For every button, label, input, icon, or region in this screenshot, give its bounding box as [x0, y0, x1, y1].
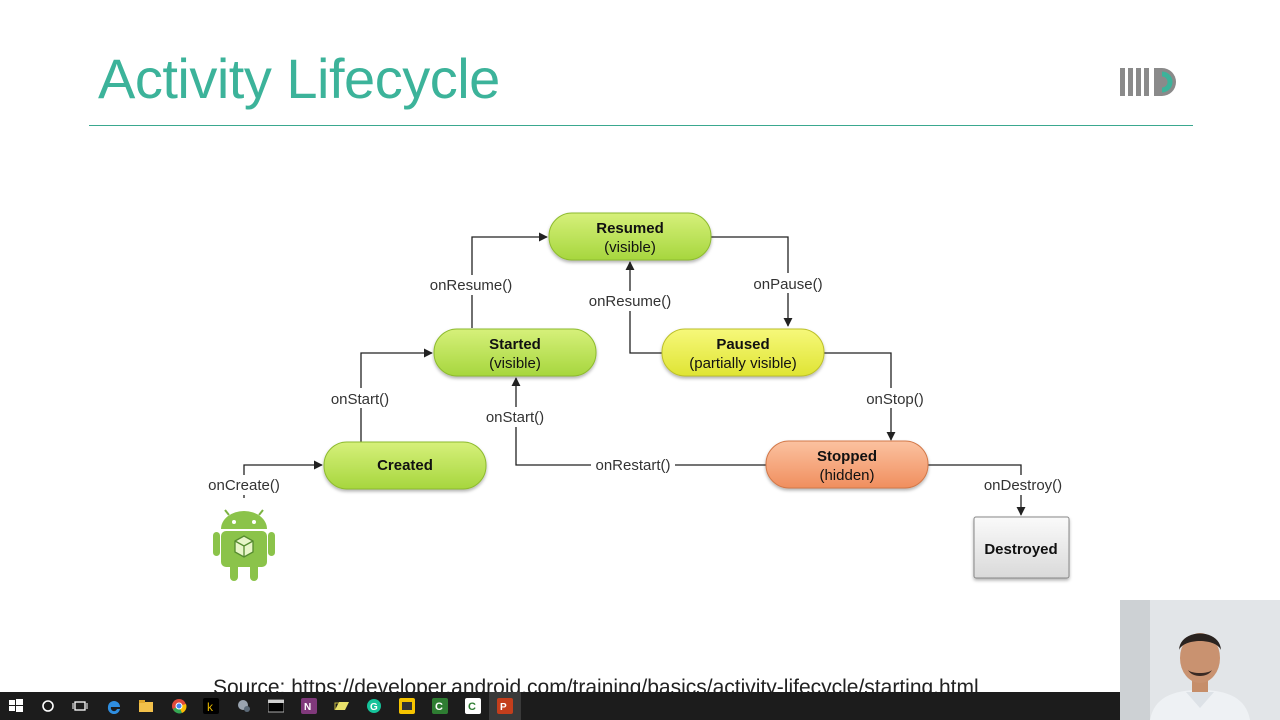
node-started-label: Started: [489, 336, 541, 353]
title-divider: [89, 125, 1193, 126]
edge-label-onstart-restart: onStart(): [486, 409, 544, 426]
node-resumed-sub: (visible): [604, 239, 656, 256]
node-paused-sub: (partially visible): [689, 355, 797, 372]
presenter-webcam-image: [1120, 600, 1280, 720]
edge-label-onpause: onPause(): [753, 276, 822, 293]
node-stopped-sub: (hidden): [819, 467, 874, 484]
svg-text:C: C: [468, 701, 476, 713]
app-yellow-icon[interactable]: [399, 698, 415, 714]
search-icon[interactable]: [40, 698, 56, 714]
logo-icon: [1120, 68, 1176, 96]
svg-text:P: P: [500, 702, 507, 713]
svg-text:C: C: [435, 701, 443, 713]
edge-onrestart: [511, 377, 766, 466]
powerpoint-icon[interactable]: P: [497, 698, 513, 714]
node-paused: [661, 328, 825, 377]
edge-label-ondestroy: onDestroy(): [984, 477, 1062, 494]
node-created-label: Created: [377, 457, 433, 474]
app-green-icon[interactable]: C: [432, 698, 448, 714]
slide-title: Activity Lifecycle: [98, 47, 500, 110]
node-resumed-label: Resumed: [596, 220, 664, 237]
file-explorer-icon[interactable]: [138, 698, 154, 714]
edge-label-onrestart: onRestart(): [595, 457, 670, 474]
terminal-icon[interactable]: [268, 698, 284, 714]
onenote-icon[interactable]: N: [301, 698, 317, 714]
android-icon: [213, 509, 275, 581]
edge-label-onresume-paused: onResume(): [589, 293, 672, 310]
edge-onstop: [824, 352, 896, 441]
edge-onresume-started: [471, 232, 548, 328]
edge-onpause: [711, 236, 793, 327]
folder-icon[interactable]: [334, 698, 350, 714]
edge-onstart: [360, 348, 433, 442]
svg-text:N: N: [304, 702, 311, 713]
node-stopped: [765, 440, 929, 489]
edges: [243, 232, 1026, 516]
node-started: [433, 328, 597, 377]
node-paused-label: Paused: [716, 336, 769, 353]
camtasia-icon[interactable]: C: [465, 698, 481, 714]
node-created: [323, 441, 487, 490]
edge-label-oncreate: onCreate(): [208, 477, 280, 494]
taskbar: k N G C C P: [0, 692, 1280, 720]
edge-label-onstop: onStop(): [866, 391, 924, 408]
app-icon[interactable]: [236, 698, 252, 714]
chrome-icon[interactable]: [171, 698, 187, 714]
node-started-sub: (visible): [489, 355, 541, 372]
node-destroyed-label: Destroyed: [984, 541, 1057, 558]
svg-text:G: G: [370, 702, 378, 713]
node-resumed: [548, 212, 712, 261]
edge-icon[interactable]: [106, 698, 122, 714]
edge-label-onresume-started: onResume(): [430, 277, 513, 294]
windows-start-icon[interactable]: [8, 698, 24, 714]
task-view-icon[interactable]: [72, 698, 88, 714]
svg-text:k: k: [207, 700, 214, 714]
edge-label-onstart: onStart(): [331, 391, 389, 408]
app-k-icon[interactable]: k: [203, 698, 219, 714]
node-stopped-label: Stopped: [817, 448, 877, 465]
edge-ondestroy: [928, 464, 1026, 516]
grammarly-icon[interactable]: G: [366, 698, 382, 714]
node-destroyed: [973, 516, 1070, 579]
